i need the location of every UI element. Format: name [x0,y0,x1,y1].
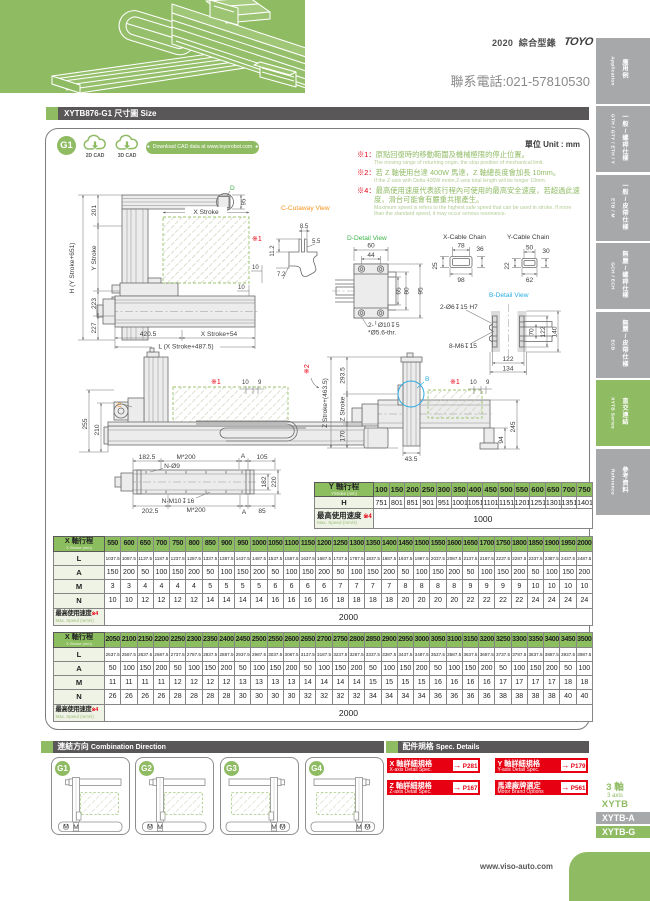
svg-text:M: M [157,824,163,831]
svg-text:M: M [280,823,286,830]
svg-text:L (X Stroke+487.5): L (X Stroke+487.5) [158,344,213,351]
svg-text:X Stroke+54: X Stroke+54 [201,331,238,338]
svg-text:95: 95 [242,198,248,205]
svg-text:8-M6↧15: 8-M6↧15 [449,342,477,350]
svg-text:10: 10 [252,265,259,271]
svg-text:43.5: 43.5 [405,456,418,463]
svg-text:※2: ※2 [304,364,311,374]
svg-text:94: 94 [498,436,505,444]
svg-text:9: 9 [486,380,490,386]
svg-text:182: 182 [261,476,268,487]
svg-text:170: 170 [340,430,347,441]
svg-text:25: 25 [432,262,439,270]
svg-text:44: 44 [367,252,375,259]
svg-text:C-Cutaway View: C-Cutaway View [281,205,330,212]
svg-text:9: 9 [258,380,262,386]
svg-text:255: 255 [82,418,89,429]
svg-text:182.5: 182.5 [139,454,156,461]
svg-text:C: C [117,402,122,409]
svg-text:134: 134 [502,366,513,373]
svg-text:Y-Cable Chain: Y-Cable Chain [507,234,550,241]
svg-text:X Stroke: X Stroke [193,209,219,216]
svg-text:122: 122 [502,356,513,363]
svg-text:227: 227 [91,322,98,333]
svg-text:A: A [241,453,246,460]
svg-text:M: M [73,824,79,831]
svg-text:H (Y Stroke+651): H (Y Stroke+651) [69,242,76,293]
svg-text:N-Ø9: N-Ø9 [164,463,180,470]
svg-text:M*200: M*200 [176,454,195,461]
svg-text:210: 210 [94,424,101,435]
svg-text:22: 22 [504,262,511,270]
svg-text:85: 85 [258,508,266,515]
svg-text:60: 60 [367,243,375,250]
svg-text:223: 223 [91,298,98,309]
svg-text:M: M [63,823,69,830]
svg-text:78: 78 [457,243,465,250]
svg-text:2-╵Ø10↧5: 2-╵Ø10↧5 [368,320,400,329]
svg-text:D: D [230,185,235,192]
svg-text:※1: ※1 [450,379,460,386]
svg-text:30: 30 [542,248,550,255]
svg-text:420.5: 420.5 [140,331,157,338]
svg-text:X-Cable Chain: X-Cable Chain [443,234,486,241]
svg-text:B-Detail View: B-Detail View [489,292,529,299]
svg-text:M: M [147,823,153,830]
svg-text:11.2: 11.2 [270,245,276,257]
svg-text:245: 245 [510,421,517,432]
svg-text:8.5: 8.5 [300,224,309,230]
svg-text:M: M [365,823,371,830]
svg-text:D-Detail View: D-Detail View [347,235,387,242]
svg-text:98: 98 [457,277,465,284]
svg-text:202.5: 202.5 [142,508,159,515]
svg-text:※1: ※1 [211,379,221,386]
svg-text:220: 220 [271,476,278,487]
svg-text:70: 70 [529,328,536,336]
svg-text:80: 80 [404,287,411,295]
svg-text:A: A [242,509,247,516]
svg-text:62: 62 [526,277,534,284]
svg-text:5.5: 5.5 [312,239,321,245]
svg-text:36: 36 [476,246,484,253]
svg-text:140: 140 [552,326,559,337]
svg-text:95: 95 [418,287,425,295]
svg-text:50: 50 [526,245,534,252]
svg-text:10: 10 [238,285,245,291]
svg-text:122: 122 [540,326,547,337]
svg-text:B: B [425,376,430,383]
svg-text:7.2: 7.2 [277,272,286,278]
svg-text:Z Stroke: Z Stroke [340,396,347,421]
svg-text:293.5: 293.5 [340,367,347,384]
svg-text:*Ø5.6-thr.: *Ø5.6-thr. [368,330,396,337]
svg-text:M*200: M*200 [186,507,205,514]
svg-text:Y Stroke: Y Stroke [91,245,98,271]
svg-text:M: M [271,824,277,831]
svg-text:Z Stroke+(463.5): Z Stroke+(463.5) [322,378,329,428]
svg-text:105: 105 [256,454,267,461]
svg-text:N-M10↧16: N-M10↧16 [162,497,195,505]
svg-text:※1: ※1 [252,236,262,243]
svg-text:10: 10 [470,380,477,386]
svg-text:65: 65 [396,287,403,295]
svg-text:M: M [356,824,362,831]
svg-text:10: 10 [242,380,249,386]
svg-text:201: 201 [91,205,98,216]
svg-text:2-Ø6↧15 H7: 2-Ø6↧15 H7 [440,303,478,311]
